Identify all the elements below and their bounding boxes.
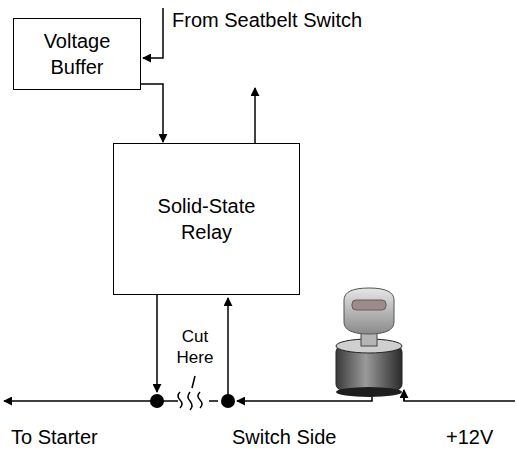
wire-label: +12V: [446, 425, 493, 449]
signal-wire: [141, 84, 163, 142]
key-switch: [336, 288, 402, 397]
box-label: Voltage Buffer: [27, 28, 127, 80]
wire-label: To Starter: [11, 425, 98, 449]
wire-label: From Seatbelt Switch: [172, 8, 362, 32]
box-label: Solid-State Relay: [147, 193, 267, 245]
process-box: Solid-State Relay: [113, 143, 300, 295]
wire-label: Switch Side: [232, 425, 337, 449]
wire-label: Cut Here: [168, 326, 222, 368]
process-box: Voltage Buffer: [13, 18, 141, 90]
